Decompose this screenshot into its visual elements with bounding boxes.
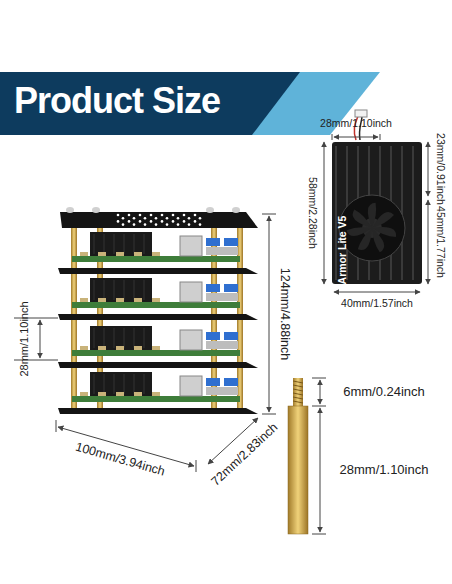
fan-dimension-lines (324, 134, 428, 292)
dimension-label: 6mm/0.24inch (343, 385, 425, 399)
dimension-lines (14, 214, 276, 472)
dimension-label: 28mm/1.10inch (340, 463, 429, 477)
pi-board (72, 278, 240, 308)
banner (0, 72, 300, 135)
pi-board (72, 326, 240, 356)
dimension-label: 72mm/2.83inch (209, 421, 281, 489)
pi-board (72, 372, 240, 402)
dimension-label: 28mm/1.10inch (320, 118, 392, 130)
acrylic-plate (60, 212, 258, 228)
dimension-label: 100mm/3.94inch (74, 441, 167, 480)
dimension-label: 124mm/4.88inch (277, 268, 291, 360)
acrylic-plate (58, 268, 258, 274)
product-marking: Armor Lite V5 (337, 216, 349, 285)
acrylic-plate (58, 314, 258, 320)
dimension-label: 45mm/1.77inch (434, 206, 446, 278)
pi-board (72, 232, 240, 262)
dimension-label: 58mm/2.28inch (306, 177, 318, 249)
standoff (71, 212, 77, 410)
dimension-label: 23mm/0.91inch (434, 133, 446, 205)
acrylic-plate (58, 362, 258, 368)
dimension-label: 40mm/1.57inch (341, 298, 413, 310)
cluster-stack (58, 207, 258, 414)
dimension-label: 28mm/1.10inch (18, 301, 30, 376)
brass-standoff (288, 378, 308, 534)
page-title: Product Size (14, 80, 220, 122)
fan-heatsink (332, 110, 422, 284)
acrylic-plate (58, 408, 258, 414)
standoff-dimension-lines (312, 378, 326, 534)
